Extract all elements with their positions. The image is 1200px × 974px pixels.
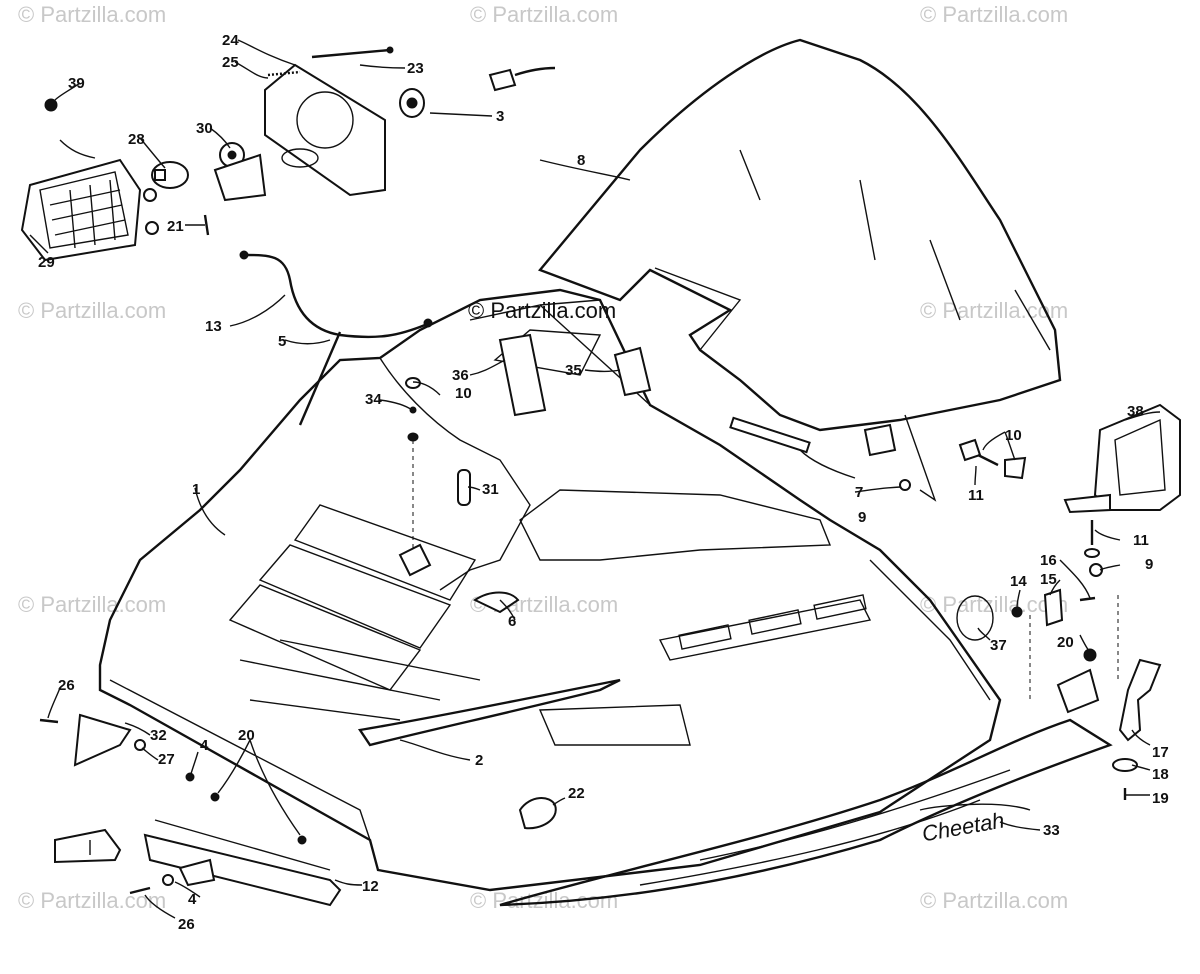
watermark: © Partzilla.com	[470, 2, 618, 27]
callout-25: 25	[222, 54, 239, 71]
watermark: © Partzilla.com	[18, 298, 166, 323]
watermark-layer: © Partzilla.com © Partzilla.com © Partzi…	[18, 2, 1068, 913]
callout-9: 9	[1145, 556, 1153, 573]
callout-31: 31	[482, 481, 499, 498]
callout-15: 15	[1040, 571, 1057, 588]
watermark: © Partzilla.com	[18, 2, 166, 27]
watermark: © Partzilla.com	[920, 2, 1068, 27]
callout-18: 18	[1152, 766, 1169, 783]
headlight	[20, 139, 159, 262]
callout-32: 32	[150, 727, 167, 744]
callout-30: 30	[196, 120, 213, 137]
callout-20: 20	[238, 727, 255, 744]
callout-27: 27	[158, 751, 175, 768]
center-fastener-stack	[398, 377, 432, 577]
clip-9	[863, 423, 897, 457]
patch-22	[518, 797, 557, 830]
callout-22: 22	[568, 785, 585, 802]
windshield	[537, 38, 1062, 432]
callout-14: 14	[1010, 573, 1027, 590]
hardware	[44, 46, 556, 236]
callout-7: 7	[855, 484, 863, 501]
callout-17: 17	[1152, 744, 1169, 761]
callout-35: 35	[565, 362, 582, 379]
callout-9: 9	[858, 509, 866, 526]
callout-28: 28	[128, 131, 145, 148]
callout-24: 24	[222, 32, 239, 49]
callout-36: 36	[452, 367, 469, 384]
watermark: © Partzilla.com	[18, 592, 166, 617]
callout-6: 6	[508, 613, 516, 630]
front-bumper	[143, 819, 342, 907]
strip-7	[729, 416, 811, 454]
callout-20: 20	[1057, 634, 1074, 651]
callout-26: 26	[178, 916, 195, 933]
center-watermark: © Partzilla.com	[468, 298, 616, 323]
watermark: © Partzilla.com	[920, 592, 1068, 617]
callout-2: 2	[475, 752, 483, 769]
windshield-fasteners	[904, 414, 1027, 502]
leader-lines	[29, 39, 1161, 919]
callout-21: 21	[167, 218, 184, 235]
wire-harness	[239, 250, 433, 426]
small-decals	[498, 333, 652, 417]
callout-5: 5	[278, 333, 286, 350]
callout-29: 29	[38, 254, 55, 271]
front-hardware	[39, 713, 307, 895]
washer-9	[899, 479, 911, 491]
hood	[98, 288, 1002, 892]
decal-text: Cheetah	[920, 807, 1006, 846]
callout-11: 11	[1133, 532, 1149, 549]
mirror	[1063, 403, 1181, 514]
callout-19: 19	[1152, 790, 1169, 807]
watermark: © Partzilla.com	[920, 298, 1068, 323]
callout-39: 39	[68, 75, 85, 92]
callout-38: 38	[1127, 403, 1144, 420]
callout-34: 34	[365, 391, 382, 408]
watermark: © Partzilla.com	[18, 888, 166, 913]
callout-1: 1	[192, 481, 200, 498]
callout-4: 4	[188, 891, 197, 908]
callout-33: 33	[1043, 822, 1060, 839]
bulb-socket	[151, 142, 245, 189]
watermark: © Partzilla.com	[920, 888, 1068, 913]
callout-12: 12	[362, 878, 379, 895]
callout-4: 4	[200, 737, 209, 754]
callout-37: 37	[990, 637, 1007, 654]
callout-11: 11	[968, 487, 984, 504]
callout-23: 23	[407, 60, 424, 77]
callout-10: 10	[1005, 427, 1022, 444]
callout-10: 10	[455, 385, 472, 402]
callout-16: 16	[1040, 552, 1057, 569]
callout-3: 3	[496, 108, 504, 125]
right-hardware	[956, 520, 1162, 800]
callout-8: 8	[577, 152, 585, 169]
callouts: 1 2 3 4 4 5 6 7 8 9 9 10 10 11 11 12 13 …	[38, 32, 1169, 933]
headlight-bracket	[213, 63, 386, 202]
callout-13: 13	[205, 318, 222, 335]
callout-26: 26	[58, 677, 75, 694]
